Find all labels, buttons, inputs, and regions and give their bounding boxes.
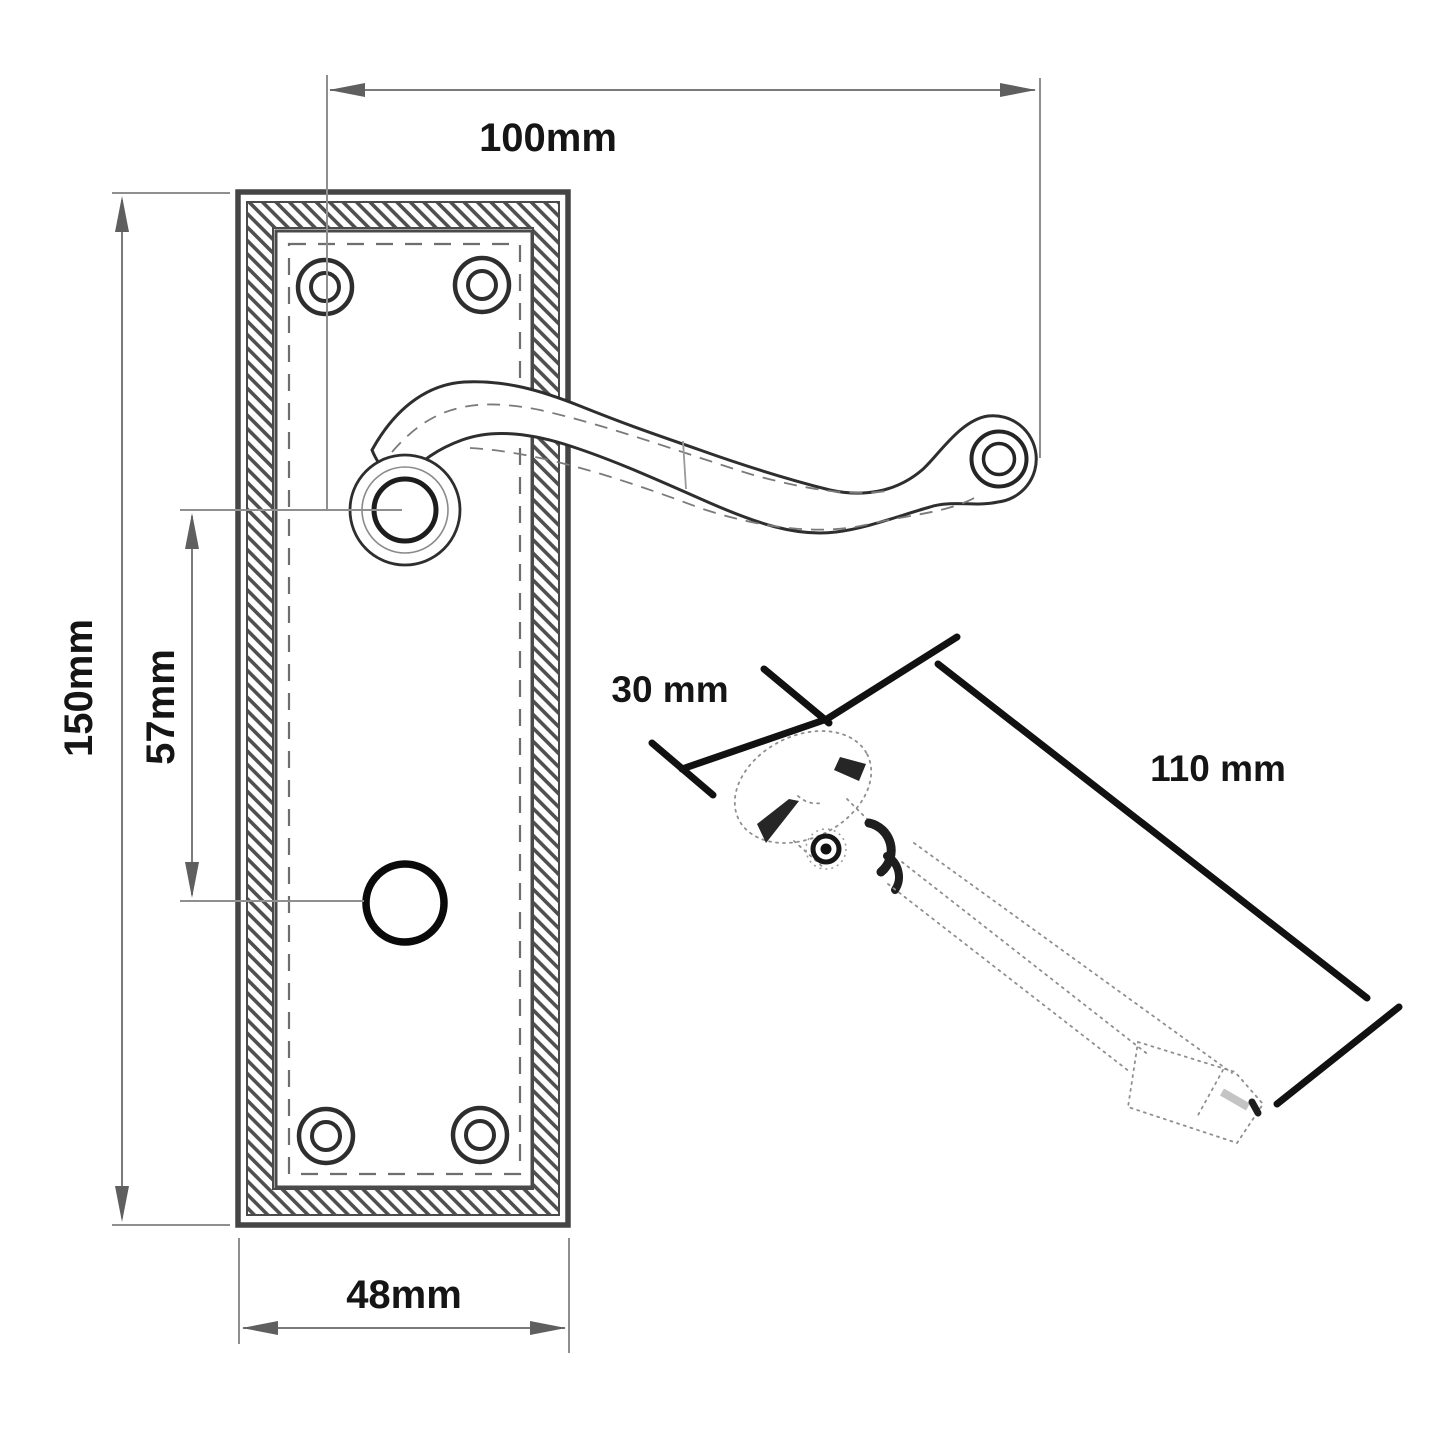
dimension-57mm: 57mm bbox=[139, 509, 402, 902]
dim-100-arrow-right bbox=[1000, 83, 1036, 97]
dimension-110mm: 110 mm bbox=[823, 633, 1403, 1108]
turn-spindle-sketch bbox=[733, 730, 1265, 1145]
grub-screw bbox=[805, 828, 847, 870]
dim-label-100mm: 100mm bbox=[479, 116, 617, 160]
dimension-48mm: 48mm bbox=[238, 1238, 570, 1353]
spindle-bar-bottom-edge bbox=[887, 883, 1131, 1073]
dim-110-line bbox=[934, 660, 1371, 1002]
spindle-collar-1 bbox=[864, 818, 896, 877]
dim-57-arrow-top bbox=[185, 513, 199, 549]
dim-100-arrow-left bbox=[329, 83, 365, 97]
lever-segment-tick bbox=[682, 440, 687, 490]
knob-shade-right bbox=[834, 757, 866, 781]
thumbturn-knob bbox=[733, 730, 873, 844]
spindle-sleeve bbox=[1126, 1040, 1265, 1145]
spindle-collar-2 bbox=[883, 852, 903, 894]
dim-150-arrow-bottom bbox=[115, 1186, 129, 1222]
knob-shade-left bbox=[757, 799, 799, 843]
dim-label-48mm: 48mm bbox=[346, 1273, 462, 1317]
spindle-neck-bottom bbox=[793, 840, 825, 869]
spindle-tip-mark bbox=[1248, 1098, 1262, 1117]
dim-48-arrow-right bbox=[530, 1321, 566, 1335]
screw-hole-bottom-left bbox=[296, 1106, 356, 1166]
dim-label-150mm: 150mm bbox=[57, 619, 101, 757]
spindle-bar-inner-edge bbox=[901, 861, 1151, 1057]
dim-48-arrow-left bbox=[242, 1321, 278, 1335]
lever-body bbox=[370, 380, 1038, 535]
lever-dashed-top bbox=[391, 403, 893, 494]
dimension-30mm: 30 mm bbox=[611, 665, 833, 799]
dimension-100mm: 100mm bbox=[326, 75, 1041, 509]
dim-30-line bbox=[678, 715, 831, 773]
screw-hole-bottom-right bbox=[450, 1105, 510, 1165]
dimension-150mm: 150mm bbox=[57, 192, 230, 1226]
dim-57-arrow-bottom bbox=[185, 862, 199, 898]
lever-handle bbox=[348, 380, 1038, 567]
backplate-rope-border bbox=[246, 201, 560, 1216]
dim-150-arrow-top bbox=[115, 196, 129, 232]
lever-dashed-bottom bbox=[469, 447, 979, 531]
spindle-bar-top-edge bbox=[913, 842, 1233, 1074]
screw-hole-top-left bbox=[295, 257, 355, 317]
spindle-sleeve-shade bbox=[1220, 1088, 1250, 1111]
backplate-inner-face bbox=[274, 229, 534, 1189]
lever-boss bbox=[348, 453, 462, 567]
dim-30-tick-right bbox=[760, 665, 833, 727]
dim-label-110mm: 110 mm bbox=[1150, 748, 1286, 789]
dim-110-tick-end bbox=[1273, 1003, 1403, 1108]
spindle-sleeve-edge bbox=[1196, 1069, 1224, 1118]
spindle-neck-top bbox=[846, 798, 875, 827]
dim-label-30mm: 30 mm bbox=[611, 669, 728, 710]
dim-110-tick-start bbox=[823, 633, 961, 723]
backplate-dashed-outline bbox=[287, 242, 522, 1176]
turn-release-hole bbox=[362, 860, 448, 946]
dim-label-57mm: 57mm bbox=[139, 649, 183, 765]
screw-hole-top-right bbox=[452, 255, 512, 315]
dim-30-tick-left bbox=[648, 739, 717, 799]
thumbturn-detail bbox=[797, 795, 822, 805]
backplate bbox=[235, 189, 571, 1228]
lever-scroll-end bbox=[969, 429, 1029, 489]
